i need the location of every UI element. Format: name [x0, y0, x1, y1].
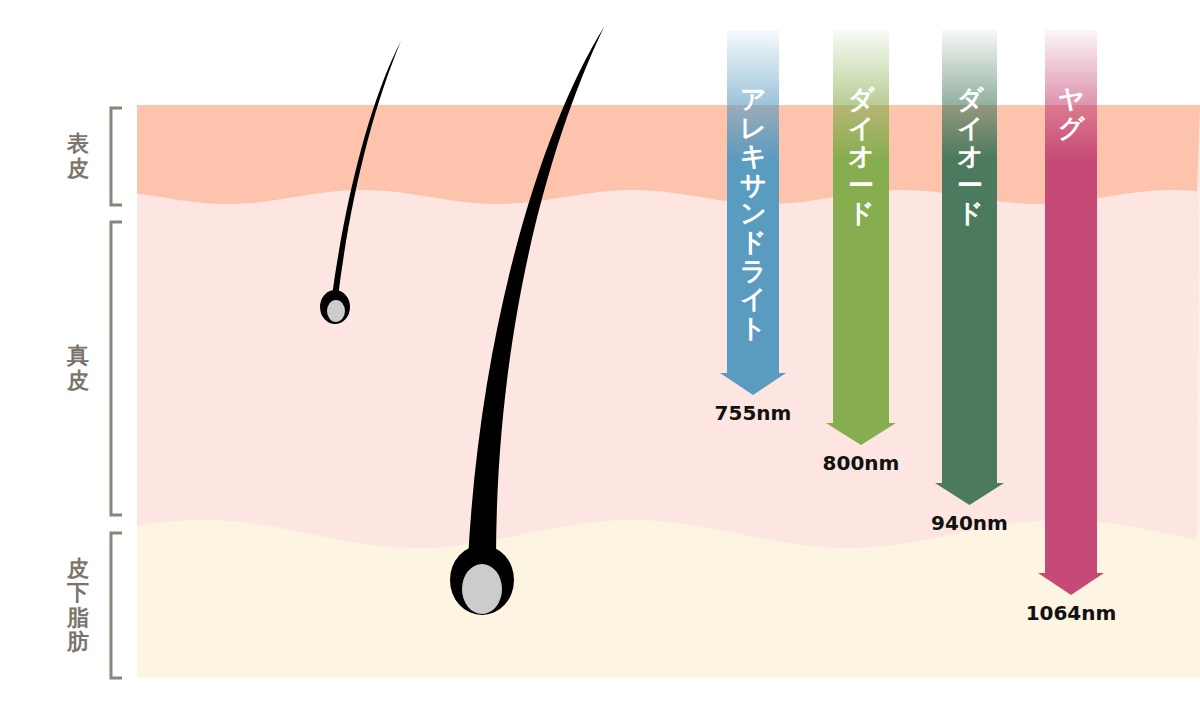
dermis-band [137, 105, 1200, 548]
small-hair [320, 41, 401, 324]
subcutaneous-fat-band [137, 105, 1200, 678]
skin-layer-band: 皮下脂肪 [0, 533, 135, 678]
hair-shaft [468, 27, 604, 560]
bracket [111, 222, 122, 515]
hair-bulb [320, 290, 350, 324]
laser-arrow: ヤグ1064nm [1038, 30, 1104, 629]
layer-label: 真皮 [67, 344, 89, 392]
wavelength-label: 800nm [823, 451, 900, 475]
laser-arrow: ダイオード940nm [935, 30, 1004, 539]
hair-shaft [332, 41, 401, 297]
epidermis-band [137, 105, 1200, 204]
hair-bulb [450, 545, 514, 615]
wavelength-label: 755nm [715, 401, 792, 425]
layer-brackets [111, 108, 122, 678]
arrow-body [826, 30, 896, 445]
bracket [111, 108, 122, 205]
arrow-body [720, 30, 786, 395]
skin-layer-band: 真皮 [0, 222, 135, 515]
hair-papilla [462, 564, 502, 614]
arrow-body [935, 30, 1004, 505]
laser-name: アレキサンドライト [740, 85, 766, 342]
skin-layer-band: 表皮 [0, 108, 135, 205]
laser-name: ダイオード [957, 85, 983, 228]
large-hair [450, 27, 604, 615]
hair-papilla [327, 300, 345, 322]
laser-name: ダイオード [848, 85, 874, 228]
wavelength-label: 940nm [931, 511, 1008, 535]
laser-arrow: アレキサンドライト755nm [720, 30, 786, 429]
layer-label: 皮下脂肪 [67, 557, 89, 654]
wavelength-label: 1064nm [1026, 601, 1117, 625]
layer-label: 表皮 [67, 132, 89, 180]
arrow-body [1038, 30, 1104, 595]
laser-arrow: ダイオード800nm [826, 30, 896, 479]
laser-name: ヤグ [1058, 85, 1084, 142]
bracket [111, 533, 122, 678]
